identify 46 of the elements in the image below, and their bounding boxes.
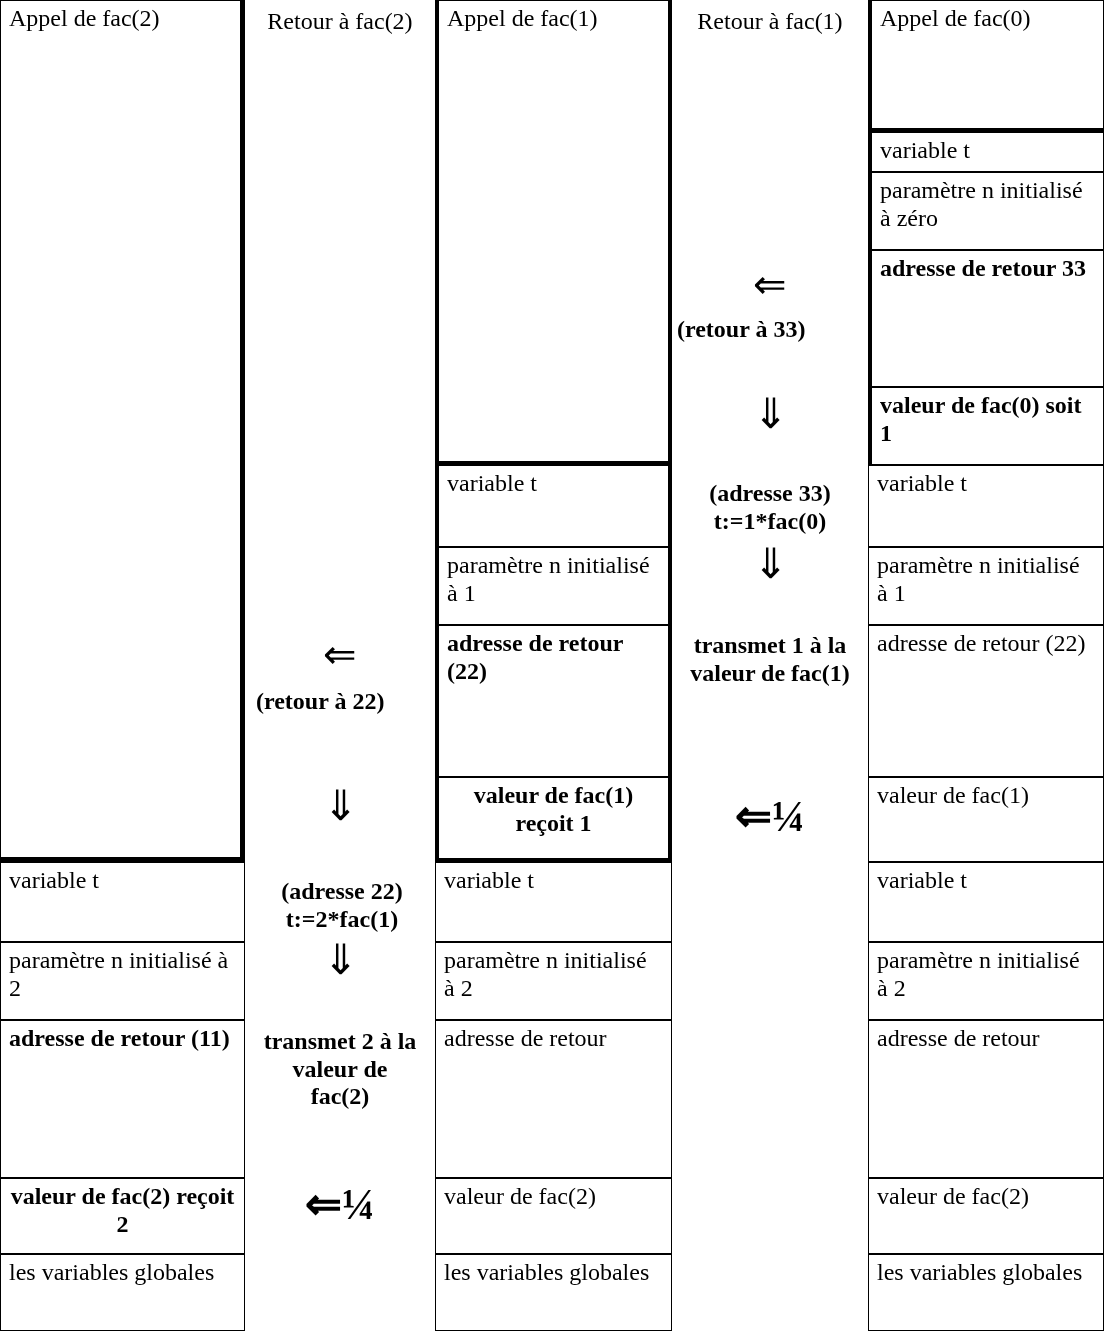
- stack-cell: paramètre n initialisé à 2: [0, 942, 245, 1020]
- note-text: (retour à 22): [256, 688, 386, 716]
- call-frame: Appel de fac(0): [868, 0, 1104, 132]
- stack-cell: valeur de fac(2): [435, 1178, 672, 1254]
- stack-cell: les variables globales: [435, 1254, 672, 1331]
- call-frame: Appel de fac(2): [0, 0, 245, 862]
- stack-cell: adresse de retour: [868, 1020, 1104, 1178]
- call-frame: Appel de fac(1): [435, 0, 672, 465]
- stack-cell: paramètre n initialisé à zéro: [868, 172, 1104, 250]
- stack-cell: variable t: [868, 132, 1104, 172]
- stack-cell: paramètre n initialisé à 2: [868, 942, 1104, 1020]
- stack-cell: adresse de retour (22): [868, 625, 1104, 777]
- stack-cell: variable t: [435, 465, 672, 547]
- stack-cell: valeur de fac(1): [868, 777, 1104, 862]
- stack-cell: adresse de retour (11): [0, 1020, 245, 1178]
- stack-cell: variable t: [868, 465, 1104, 547]
- stack-cell: adresse de retour 33: [868, 250, 1104, 387]
- down-arrow-symbol: ⇓: [751, 540, 789, 589]
- down-arrow-symbol: ⇓: [321, 936, 359, 985]
- stack-cell: variable t: [435, 862, 672, 942]
- stack-cell: paramètre n initialisé à 1: [435, 547, 672, 625]
- stack-cell: variable t: [0, 862, 245, 942]
- stack-cell: paramètre n initialisé à 1: [868, 547, 1104, 625]
- note-text: transmet 2 à la valeur de fac(2): [262, 1028, 418, 1111]
- stack-cell: adresse de retour: [435, 1020, 672, 1178]
- stack-cell: adresse de retour (22): [435, 625, 672, 777]
- note-text: (retour à 33): [677, 316, 807, 344]
- note-text: transmet 1 à la valeur de fac(1): [689, 632, 851, 688]
- stack-cell: valeur de fac(1) reçoit 1: [435, 777, 672, 862]
- return-arrow-symbol: ⇐¼: [304, 1180, 376, 1231]
- note-text: (adresse 22) t:=2*fac(1): [280, 878, 404, 934]
- down-arrow-symbol: ⇓: [751, 390, 789, 439]
- stack-cell: valeur de fac(2) reçoit 2: [0, 1178, 245, 1254]
- return-arrow-symbol: ⇐: [752, 262, 788, 308]
- return-arrow-symbol: ⇐¼: [734, 792, 806, 843]
- stack-cell: valeur de fac(2): [868, 1178, 1104, 1254]
- stack-cell: les variables globales: [0, 1254, 245, 1331]
- down-arrow-symbol: ⇓: [321, 782, 359, 831]
- column-heading: Retour à fac(2): [266, 8, 414, 36]
- stack-cell: valeur de fac(0) soit 1: [868, 387, 1104, 465]
- column-heading: Retour à fac(1): [696, 8, 844, 36]
- note-text: (adresse 33) t:=1*fac(0): [708, 480, 832, 536]
- stack-cell: variable t: [868, 862, 1104, 942]
- return-arrow-symbol: ⇐: [322, 632, 358, 678]
- stack-cell: les variables globales: [868, 1254, 1104, 1331]
- stack-cell: paramètre n initialisé à 2: [435, 942, 672, 1020]
